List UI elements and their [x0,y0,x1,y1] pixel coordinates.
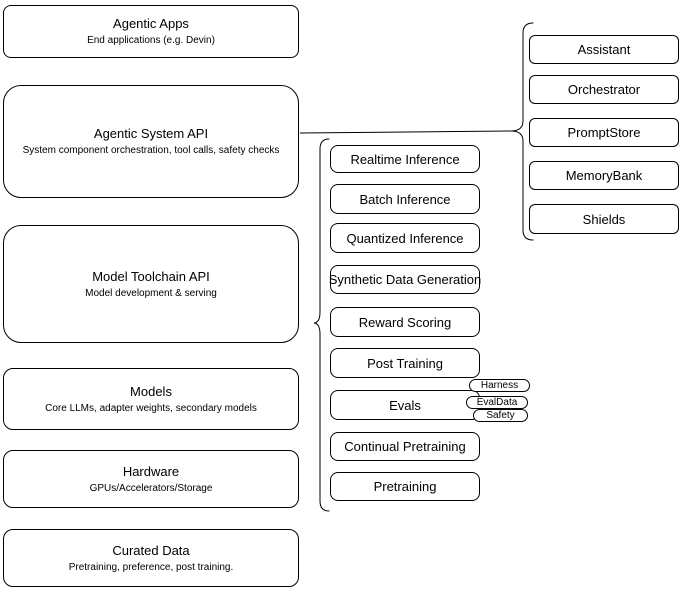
node-label: Batch Inference [359,191,451,207]
node-agentic-apps: Agentic Apps End applications (e.g. Devi… [3,5,299,58]
node-label: Quantized Inference [346,230,464,246]
node-memorybank: MemoryBank [529,161,679,190]
node-quantized-inference: Quantized Inference [330,223,480,253]
node-promptstore: PromptStore [529,118,679,147]
tag-safety: Safety [473,409,528,422]
tag-harness: Harness [469,379,530,392]
node-pretraining: Pretraining [330,472,480,501]
node-hardware: Hardware GPUs/Accelerators/Storage [3,450,299,508]
node-title: Hardware [122,463,180,479]
node-title: Agentic Apps [113,16,189,31]
node-label: Synthetic Data Generation [328,272,482,287]
node-label: Evals [389,397,421,413]
node-label: Realtime Inference [350,151,460,167]
node-subtitle: GPUs/Accelerators/Storage [89,482,213,494]
node-label: Reward Scoring [358,314,452,330]
node-post-training: Post Training [330,348,480,378]
node-synthetic-data-generation: Synthetic Data Generation [328,265,482,294]
tag-evaldata: EvalData [466,396,528,409]
node-orchestrator: Orchestrator [529,75,679,104]
node-title: Curated Data [112,542,190,558]
node-label: Pretraining [373,479,437,494]
node-label: Continual Pretraining [344,439,466,454]
node-title: Agentic System API [93,126,209,141]
node-label: Assistant [577,42,631,57]
node-evals: Evals [330,390,480,420]
connector-system-api-to-group [299,130,513,134]
node-shields: Shields [529,204,679,234]
node-title: Models [130,383,172,399]
brace-toolchain-group [313,138,330,512]
node-label: MemoryBank [565,168,643,183]
node-subtitle: End applications (e.g. Devin) [87,35,215,46]
node-continual-pretraining: Continual Pretraining [330,432,480,461]
node-label: Post Training [367,355,443,371]
node-assistant: Assistant [529,35,679,64]
node-subtitle: Core LLMs, adapter weights, secondary mo… [45,402,257,414]
node-label: Orchestrator [567,82,641,97]
node-batch-inference: Batch Inference [330,184,480,214]
node-models: Models Core LLMs, adapter weights, secon… [3,368,299,430]
node-realtime-inference: Realtime Inference [330,145,480,173]
node-reward-scoring: Reward Scoring [330,307,480,337]
node-title: Model Toolchain API [92,268,210,284]
node-label: Shields [582,211,626,227]
node-agentic-system-api: Agentic System API System component orch… [3,85,299,198]
node-subtitle: Pretraining, preference, post training. [68,561,234,573]
node-model-toolchain-api: Model Toolchain API Model development & … [3,225,299,343]
node-subtitle: System component orchestration, tool cal… [22,145,280,156]
node-curated-data: Curated Data Pretraining, preference, po… [3,529,299,587]
node-label: PromptStore [567,125,641,140]
node-subtitle: Model development & serving [85,287,217,299]
